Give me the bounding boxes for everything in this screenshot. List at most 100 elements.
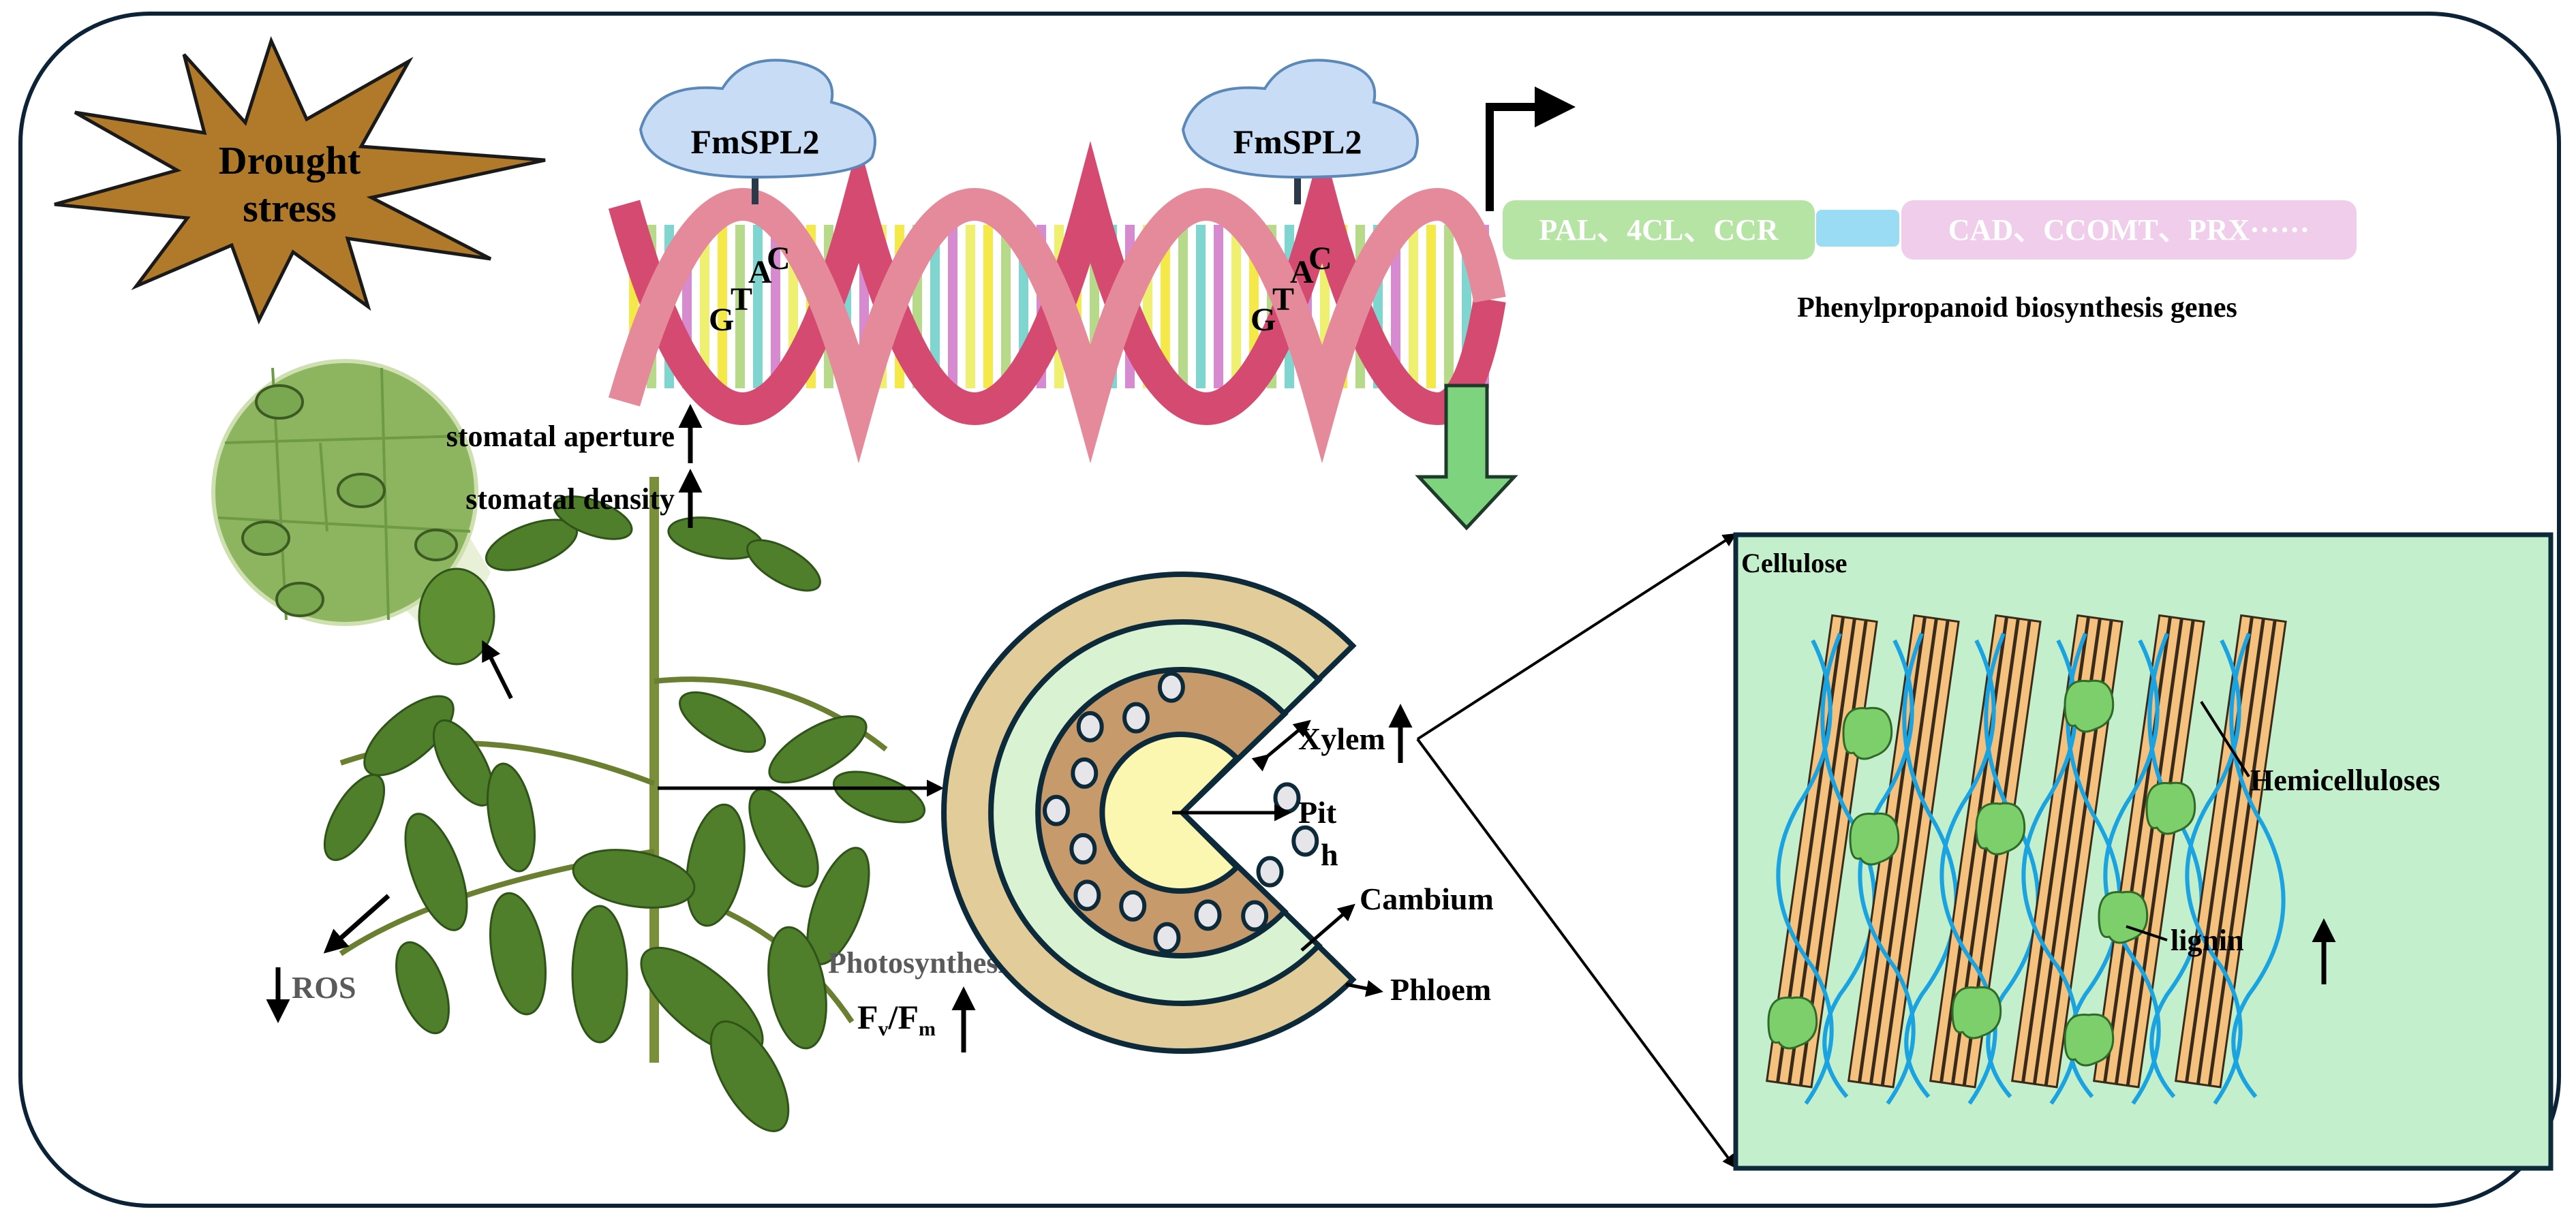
motif-a: A [1290,254,1314,290]
outer-frame [18,12,2561,1208]
green-down-arrow [1415,384,1518,531]
lignin-blob [1849,812,1900,866]
xylem-double-arrow [1251,719,1311,772]
xylem-vessel [1073,879,1101,911]
zoom-line-top [1416,533,1737,740]
pith-label-a: Pit [1298,795,1337,830]
leaf [363,695,455,777]
leaf [709,1020,790,1132]
motif-a: A [748,254,772,290]
gene-box-late-label: CAD、CCOMT、PRX······ [1948,213,2310,247]
drought-label-line1: Drought [219,138,361,183]
xylem-vessel [1119,890,1147,922]
fv-fm-label: Fv/Fm [857,998,936,1040]
hemicelluloses-label: Hemicelluloses [2250,764,2440,797]
leaf [746,539,821,592]
stomata-magnifier [211,359,495,666]
plant-image [323,477,926,1132]
cellulose-fiber-bundle [2010,614,2123,1089]
gene-box-late [1901,200,2357,260]
ros-label: ROS [292,970,356,1005]
pith-label-b: h [1321,837,1338,872]
leaf [395,941,450,1035]
dna-helix [608,140,1506,464]
leaf [679,691,766,753]
leaf [404,813,468,931]
hemicellulose-strand [2103,639,2161,1105]
stomatal-aperture-label: stomatal aperture [446,420,675,453]
xylem-vessel [1071,757,1099,789]
hemicellulose-strand [1776,639,1834,1105]
fmspl2-label-right: FmSPL2 [1233,123,1362,161]
hemicellulose-strand [1984,632,2040,1098]
motif-g: G [1251,302,1276,338]
xylem-vessel [1157,671,1185,703]
lignin-blob [1975,802,2026,856]
drought-stress-burst: Drought stress [54,36,546,325]
leaf-pointer-arrow [482,640,513,700]
leaf [768,715,868,784]
hemicellulose-strand [2185,639,2243,1105]
stem-cross-section [941,572,1357,1054]
ros-pointer-arrow [323,894,390,954]
fmspl2-protein-right: FmSPL2 [1181,59,1419,204]
zoom-line-bottom [1416,738,1736,1169]
lignin-blob [1842,706,1893,760]
gene-connector [1816,210,1899,247]
xylem-vessel [1043,794,1071,826]
leaf [571,905,628,1044]
xylem-label: Xylem [1298,721,1385,756]
gene-box-early [1503,200,1815,260]
cambium-arrow [1300,903,1355,952]
leaf [487,762,536,873]
hemicellulose-strand [2147,632,2204,1098]
stomatal-density-label: stomatal density [465,482,675,516]
lignin-label: lignin [2171,924,2244,957]
cambium-label: Cambium [1360,881,1494,916]
leaf [686,803,746,927]
transcription-start-arrow [1486,87,1576,211]
xylem-vessel [1069,833,1097,865]
leaf [323,774,386,861]
drought-label-line2: stress [243,186,336,230]
xylem-vessel [1241,900,1269,932]
xylem-vessel [1194,899,1222,931]
motif-c: C [767,240,791,277]
motif-g: G [709,302,734,338]
motif-t: T [1272,281,1294,317]
lignin-blob [2145,781,2196,835]
lignin-blob [1767,996,1818,1050]
xylem-vessel [1256,856,1284,888]
cell-wall-panel: Cellulose Hemicelluloses lignin [1733,532,2554,1171]
hemicellulose-strand [1939,639,1997,1105]
hemicellulose-strand [2229,632,2286,1098]
xylem-vessel [1153,922,1181,954]
hemicellulose-strand [1820,632,1877,1098]
fmspl2-protein-left: FmSPL2 [639,59,876,204]
hemicellulose-strand [1858,639,1916,1105]
leaf [553,495,633,540]
leaf [767,926,827,1050]
fmspl2-label-left: FmSPL2 [691,123,820,161]
cellulose-label: Cellulose [1741,548,1847,578]
leaf [489,892,547,1016]
phloem-arrow [1345,980,1383,997]
gene-box-early-label: PAL、4CL、CCR [1539,213,1779,247]
xylem-vessel [1076,710,1104,743]
gtac-motif-right: G T A C [1251,240,1332,338]
leaf [572,849,696,909]
xylem-vessel [1273,782,1301,814]
lignin-blob [1951,986,2002,1040]
leaf [748,788,819,888]
genes-caption: Phenylpropanoid biosynthesis genes [1797,292,2237,324]
motif-c: C [1308,240,1332,277]
phloem-label: Phloem [1390,972,1491,1007]
lignin-blob [2064,1013,2115,1067]
gtac-motif-left: G T A C [709,240,791,338]
lignin-blob [2064,679,2115,733]
xylem-vessel [1291,825,1319,857]
xylem-vessel [1122,702,1150,734]
lignin-blob [2098,890,2149,944]
motif-t: T [731,281,752,317]
